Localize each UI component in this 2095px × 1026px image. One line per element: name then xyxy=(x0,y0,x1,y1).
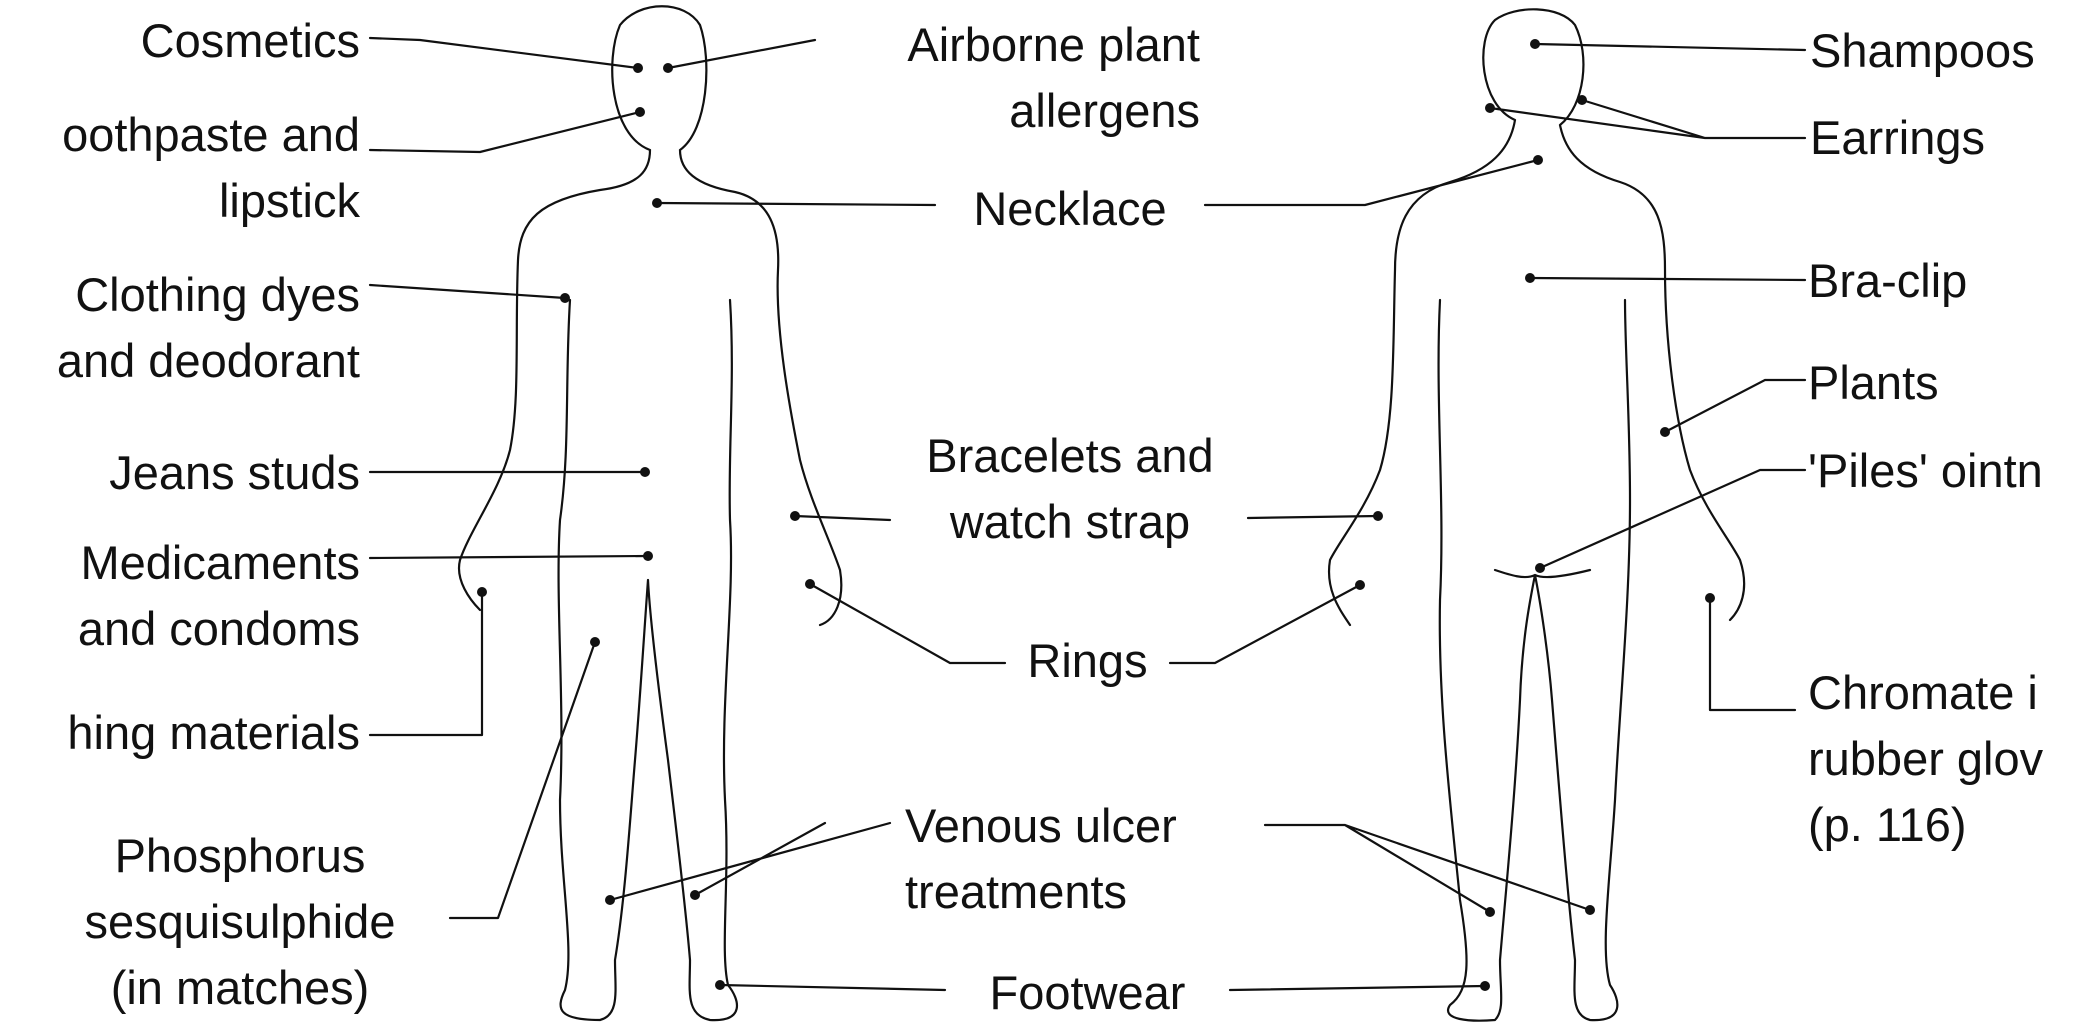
leader-footwear xyxy=(718,983,947,992)
label-footwear: Footwear xyxy=(945,960,1230,1026)
label-chromate-line-3: (p. 116) xyxy=(1808,798,1967,851)
leader-necklace-back xyxy=(1203,158,1540,207)
leader-chromate xyxy=(1708,596,1797,712)
label-necklace-line-1: Necklace xyxy=(973,182,1167,235)
label-shampoos-line-1: Shampoos xyxy=(1810,24,2035,77)
leader-airborne xyxy=(666,38,817,70)
back-body-outline xyxy=(1327,8,1746,1022)
label-bracelets-line-2: watch strap xyxy=(949,495,1191,548)
label-medicaments-line-1: Medicaments xyxy=(80,536,361,589)
label-phosphorus: Phosphorus sesquisulphide (in matches) xyxy=(40,823,440,1021)
label-clothing-dyes-line-1: Clothing dyes xyxy=(75,268,360,321)
leader-bracelets xyxy=(793,514,892,522)
label-phosphorus-line-2: sesquisulphide xyxy=(84,895,396,948)
leader-necklace xyxy=(655,201,937,207)
label-plants-line-1: Plants xyxy=(1808,356,1939,409)
label-chromate-line-2: rubber glov xyxy=(1808,732,2044,785)
label-bracelets: Bracelets and watch strap xyxy=(880,423,1260,555)
label-clothing-dyes-line-2: and deodorant xyxy=(56,334,360,387)
leader-phosphorus xyxy=(448,640,597,920)
leader-medicaments xyxy=(368,554,650,560)
leader-rings xyxy=(808,582,1007,665)
leader-cosmetics xyxy=(368,36,640,70)
leader-rings-back xyxy=(1168,583,1362,665)
leader-clothing-materials xyxy=(368,590,484,737)
label-medicaments: Medicaments and condoms xyxy=(78,530,360,662)
leader-plants xyxy=(1663,378,1807,434)
label-toothpaste-line-2: lipstick xyxy=(218,174,360,227)
label-bra-clip-line-1: Bra-clip xyxy=(1808,254,1968,307)
label-earrings-line-1: Earrings xyxy=(1810,111,1986,164)
label-airborne-line-1: Airborne plant xyxy=(907,18,1200,71)
label-footwear-line-1: Footwear xyxy=(989,966,1186,1019)
leader-dots xyxy=(477,39,1715,991)
label-toothpaste-line-1: oothpaste and xyxy=(62,108,360,161)
label-rings-line-1: Rings xyxy=(1027,634,1148,687)
label-shampoos: Shampoos xyxy=(1810,18,2035,84)
leader-venous xyxy=(608,821,892,902)
label-medicaments-line-2: and condoms xyxy=(77,602,360,655)
label-chromate-line-1: Chromate i xyxy=(1808,666,2038,719)
leader-clothing-dyes xyxy=(368,283,567,300)
label-toothpaste-lipstick: oothpaste and lipstick xyxy=(62,102,360,234)
label-phosphorus-line-3: (in matches) xyxy=(110,961,370,1014)
label-clothing-materials: hing materials xyxy=(67,700,360,766)
label-jeans-studs: Jeans studs xyxy=(109,440,360,506)
front-body-outline xyxy=(457,5,843,1022)
leader-bra-clip xyxy=(1528,276,1807,282)
label-cosmetics-line-1: Cosmetics xyxy=(140,14,360,67)
label-venous-line-1: Venous ulcer xyxy=(905,799,1177,852)
label-phosphorus-line-1: Phosphorus xyxy=(114,829,366,882)
label-airborne-allergens: Airborne plant allergens xyxy=(907,12,1200,144)
leader-shampoos xyxy=(1533,42,1807,52)
label-necklace: Necklace xyxy=(935,176,1205,242)
label-bracelets-line-1: Bracelets and xyxy=(926,429,1214,482)
label-chromate: Chromate i rubber glov (p. 116) xyxy=(1808,660,2043,858)
label-rings: Rings xyxy=(1005,628,1170,694)
label-bra-clip: Bra-clip xyxy=(1808,248,1967,314)
label-jeans-studs-line-1: Jeans studs xyxy=(109,446,360,499)
label-earrings: Earrings xyxy=(1810,105,1985,171)
leader-venous-back xyxy=(1263,823,1592,914)
label-venous-ulcer: Venous ulcer treatments xyxy=(905,793,1177,925)
label-clothing-dyes: Clothing dyes and deodorant xyxy=(57,262,360,394)
label-airborne-line-2: allergens xyxy=(1009,84,1200,137)
label-venous-line-2: treatments xyxy=(905,865,1128,918)
leader-toothpaste xyxy=(368,110,642,154)
leader-bracelets-back xyxy=(1246,514,1380,520)
leader-earrings xyxy=(1488,98,1807,140)
leader-piles xyxy=(1538,468,1807,570)
label-cosmetics: Cosmetics xyxy=(141,8,360,74)
leader-footwear-back xyxy=(1228,984,1487,992)
label-piles-line-1: 'Piles' ointn xyxy=(1808,444,2043,497)
label-plants: Plants xyxy=(1808,350,1939,416)
label-clothing-materials-line-1: hing materials xyxy=(67,706,360,759)
label-piles-ointment: 'Piles' ointn xyxy=(1808,438,2043,504)
